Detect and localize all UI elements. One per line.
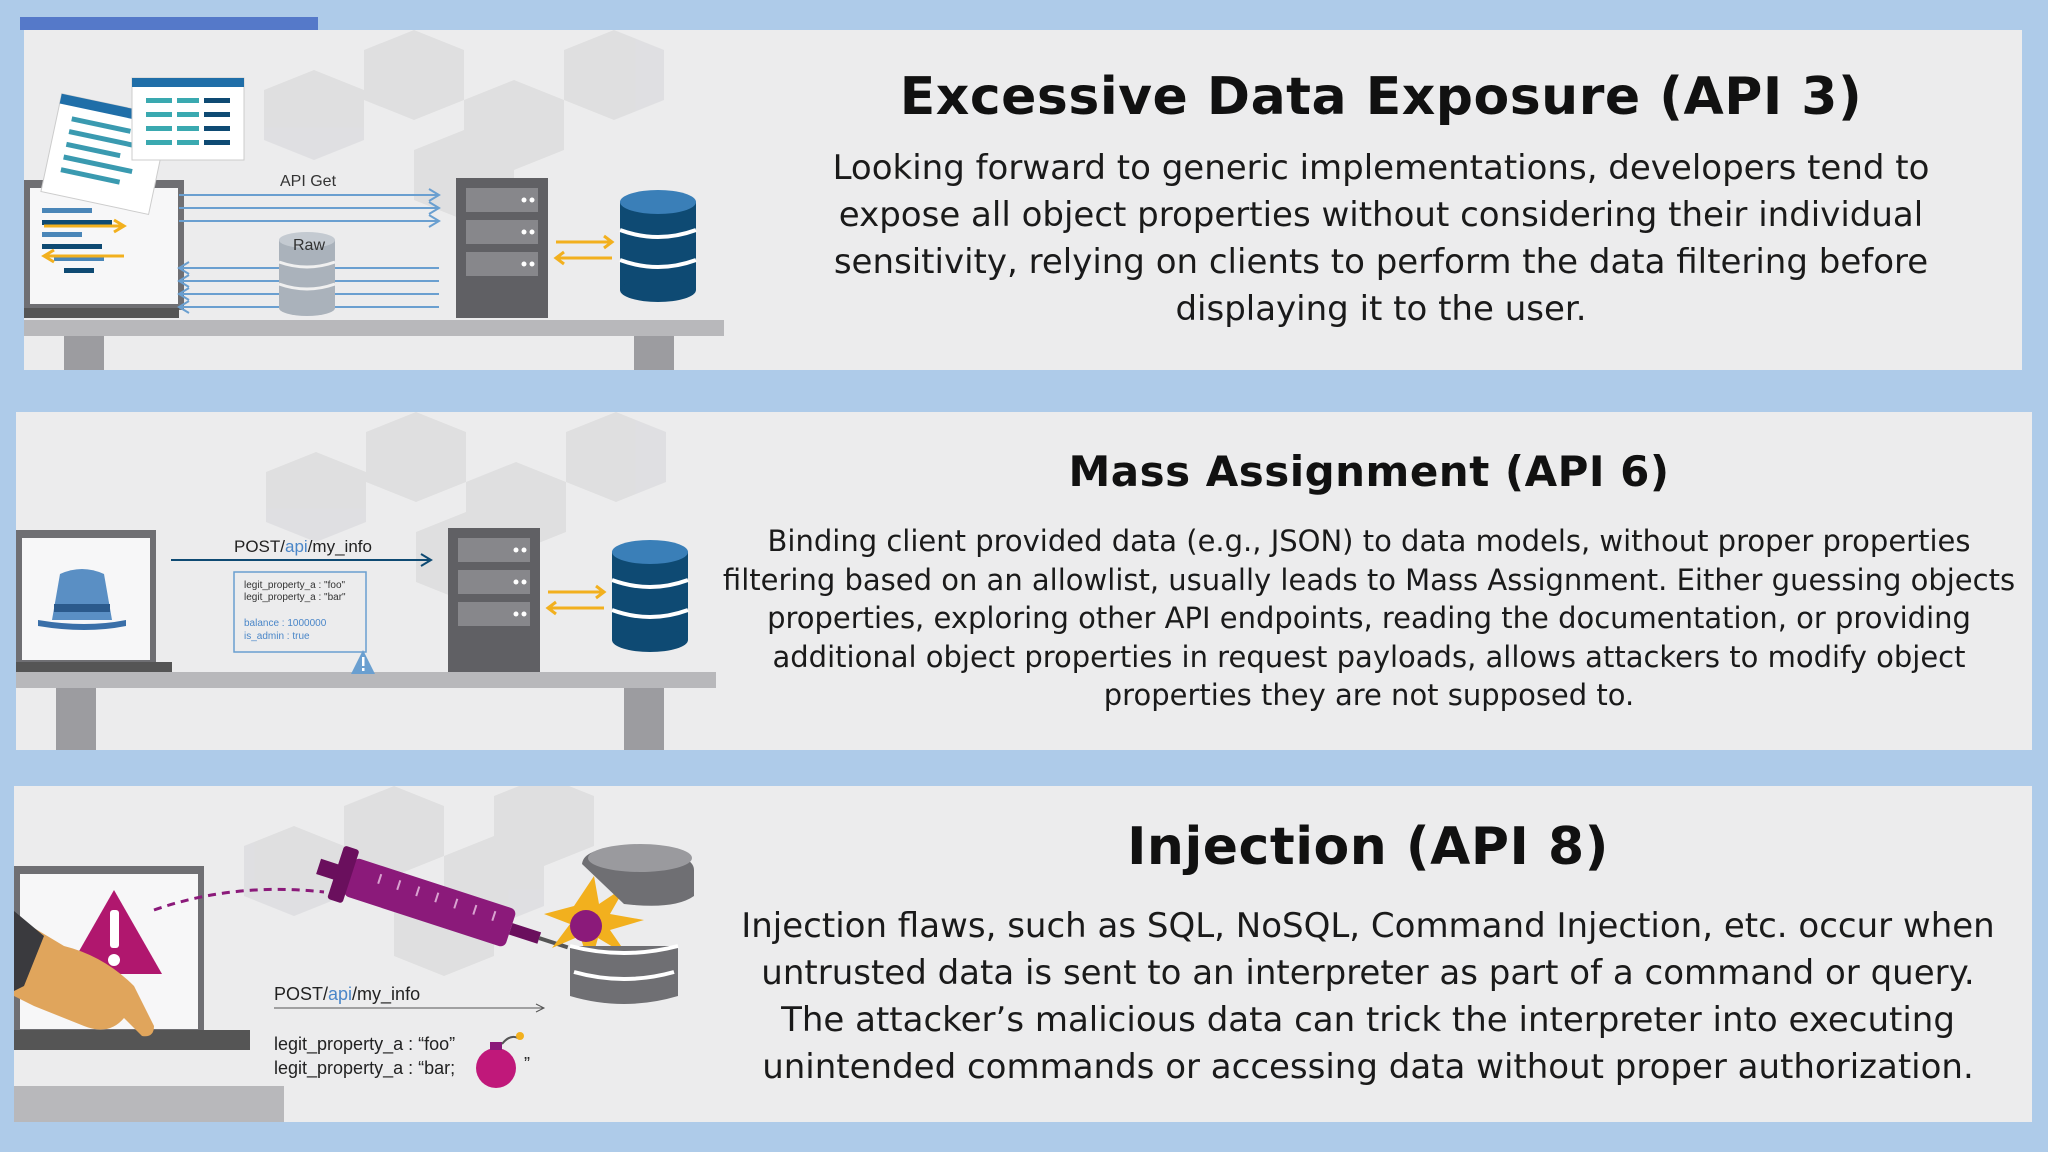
laptop-icon bbox=[16, 530, 172, 672]
section-title: Mass Assignment (API 6) bbox=[1068, 447, 1670, 497]
payload-line: legit_property_a : “foo” bbox=[274, 1034, 455, 1055]
section-mass-assignment: POST/api/my_info legit_property_a : "foo… bbox=[16, 412, 2032, 750]
svg-text:”: ” bbox=[524, 1054, 530, 1074]
payload-line: legit_property_a : “bar; bbox=[274, 1058, 455, 1079]
top-accent-bar bbox=[20, 17, 318, 30]
svg-text:legit_property_a : "bar": legit_property_a : "bar" bbox=[244, 592, 346, 603]
endpoint-label: POST/api/my_info bbox=[274, 984, 420, 1005]
section-body: Binding client provided data (e.g., JSON… bbox=[722, 524, 2016, 713]
svg-text:legit_property_a : "foo": legit_property_a : "foo" bbox=[244, 580, 346, 591]
server-icon bbox=[456, 178, 548, 318]
bomb-icon bbox=[476, 1032, 524, 1088]
warning-icon bbox=[66, 890, 162, 974]
server-icon bbox=[448, 528, 540, 672]
illustration-injection: POST/api/my_info legit_property_a : “foo… bbox=[14, 786, 714, 1122]
syringe-icon bbox=[316, 846, 569, 950]
section-excessive-data-exposure: API Get Raw bbox=[24, 30, 2022, 370]
hand-icon bbox=[14, 911, 154, 1037]
explosion-icon bbox=[544, 876, 644, 966]
request-arrows bbox=[177, 188, 441, 314]
svg-text:Raw: Raw bbox=[293, 237, 325, 254]
hat-icon bbox=[38, 569, 126, 630]
endpoint-label: POST/api/my_info bbox=[234, 537, 372, 556]
section-body: Injection flaws, such as SQL, NoSQL, Com… bbox=[741, 906, 1995, 1087]
database-icon bbox=[611, 540, 689, 652]
svg-text:is_admin : true: is_admin : true bbox=[244, 631, 310, 642]
svg-text:balance : 1000000: balance : 1000000 bbox=[244, 618, 327, 629]
database-icon bbox=[569, 844, 694, 1004]
warning-icon bbox=[351, 650, 375, 674]
section-title: Injection (API 8) bbox=[1127, 817, 1609, 877]
illustration-mass-assignment: POST/api/my_info legit_property_a : "foo… bbox=[16, 412, 716, 750]
api-get-label: API Get bbox=[280, 173, 337, 190]
section-body: Looking forward to generic implementatio… bbox=[832, 148, 1930, 329]
laptop-icon bbox=[14, 866, 284, 1122]
database-icon bbox=[619, 190, 697, 302]
document-icon bbox=[40, 77, 245, 216]
illustration-data-exposure: API Get Raw bbox=[24, 30, 724, 370]
payload-box: legit_property_a : "foo" legit_property_… bbox=[233, 571, 375, 674]
section-injection: POST/api/my_info legit_property_a : “foo… bbox=[14, 786, 2032, 1122]
raw-database-icon: Raw bbox=[278, 232, 336, 316]
section-title: Excessive Data Exposure (API 3) bbox=[899, 67, 1863, 127]
